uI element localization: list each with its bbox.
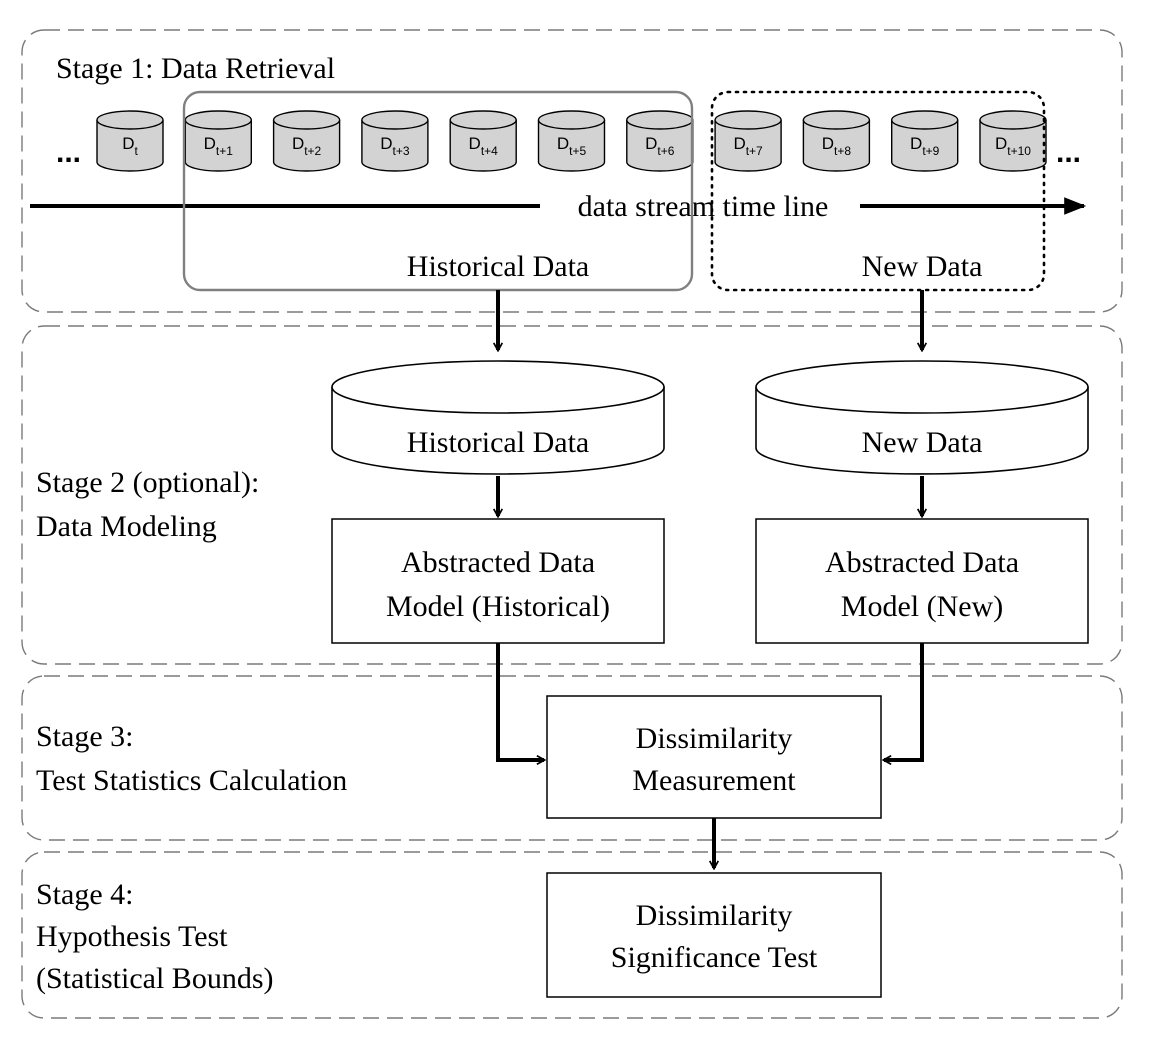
arrow-new-model-to-dissimilarity <box>884 643 924 760</box>
historical-model-box <box>331 518 665 644</box>
cylinder-body <box>537 120 606 172</box>
significance-line1: Dissimilarity <box>636 899 793 932</box>
stage3-label-line1: Stage 3: <box>36 720 134 753</box>
data-chunk-cylinder-tplus4: Dt+4 <box>449 110 517 172</box>
stage4-label-line3: (Statistical Bounds) <box>36 962 273 995</box>
data-chunk-label: Dt+10 <box>995 134 1031 158</box>
stage3-label-line2: Test Statistics Calculation <box>36 764 347 797</box>
cylinder-top <box>537 110 606 130</box>
cylinder-body <box>272 120 341 172</box>
cylinder-top <box>802 110 871 130</box>
significance-test-box <box>546 872 882 998</box>
stage2-frame <box>21 325 1123 665</box>
data-chunk-cylinder-tplus10: Dt+10 <box>979 110 1047 172</box>
cylinder-top <box>714 110 782 130</box>
stage4-frame <box>21 851 1123 1019</box>
data-chunk-label: Dt+3 <box>380 134 410 158</box>
cylinder-top <box>891 110 959 130</box>
data-chunk-label: Dt+5 <box>557 134 587 158</box>
cylinder-body <box>361 120 429 172</box>
historical-db-label: Historical Data <box>407 426 589 459</box>
data-chunk-cylinder-tplus7: Dt+7 <box>714 110 782 172</box>
stage4-label-line1: Stage 4: <box>36 878 134 911</box>
cylinder-body <box>449 120 517 172</box>
data-chunk-cylinder-tplus3: Dt+3 <box>361 110 429 172</box>
stage2-label-line2: Data Modeling <box>36 510 217 543</box>
stage2-label-line1: Stage 2 (optional): <box>36 466 259 499</box>
stream-ellipsis-left: ... <box>56 136 81 169</box>
cylinder-body <box>714 120 782 172</box>
new-window <box>710 90 1046 292</box>
data-chunk-label: Dt+6 <box>645 134 675 158</box>
stage3-frame <box>21 675 1123 841</box>
timeline-label: data stream time line <box>578 190 829 223</box>
new-window-label: New Data <box>862 250 983 283</box>
dissimilarity-measurement-box <box>546 695 882 819</box>
stage1-label: Stage 1: Data Retrieval <box>56 52 335 85</box>
stage4-label-line2: Hypothesis Test <box>36 920 228 953</box>
data-chunk-cylinders: Dt Dt+1 Dt+2 Dt+3 Dt+4 Dt+5 Dt+6 Dt+7 Dt+8 Dt+9 Dt… <box>96 110 1047 172</box>
historical-model-line1: Abstracted Data <box>401 546 595 579</box>
stage1-frame <box>21 29 1123 313</box>
data-chunk-cylinder-tplus6: Dt+6 <box>626 110 694 172</box>
historical-model-line2: Model (Historical) <box>386 590 610 623</box>
significance-line2: Significance Test <box>611 941 818 974</box>
new-model-line2: Model (New) <box>841 590 1003 623</box>
data-chunk-label: Dt+9 <box>910 134 940 158</box>
data-chunk-cylinder-tplus2: Dt+2 <box>272 110 341 172</box>
dissimilarity-line1: Dissimilarity <box>636 722 793 755</box>
data-chunk-label: Dt+2 <box>292 134 322 158</box>
cylinder-top <box>184 110 253 130</box>
data-chunk-cylinder-tplus8: Dt+8 <box>802 110 871 172</box>
data-chunk-cylinder-tplus9: Dt+9 <box>891 110 959 172</box>
data-chunk-cylinder-tplus5: Dt+5 <box>537 110 606 172</box>
new-db-label: New Data <box>862 426 983 459</box>
stream-ellipsis-right: ... <box>1056 136 1081 169</box>
cylinder-body <box>96 120 164 172</box>
cylinder-top <box>979 110 1047 130</box>
data-chunk-label: Dt+4 <box>469 134 499 158</box>
data-chunk-label: Dt+7 <box>733 134 763 158</box>
arrow-historical-model-to-dissimilarity <box>496 643 544 760</box>
data-chunk-label: Dt+8 <box>822 134 852 158</box>
cylinder-body <box>891 120 959 172</box>
data-chunk-label: Dt+1 <box>204 134 234 158</box>
cylinder-top <box>96 110 164 130</box>
historical-window <box>182 90 694 292</box>
cylinder-top <box>449 110 517 130</box>
data-chunk-label: Dt <box>122 134 138 158</box>
cylinder-body <box>802 120 871 172</box>
dissimilarity-line2: Measurement <box>632 764 796 797</box>
cylinder-body <box>979 120 1047 172</box>
new-data-database-icon <box>755 360 1089 475</box>
historical-window-label: Historical Data <box>407 250 589 283</box>
cylinder-top <box>626 110 694 130</box>
new-model-box <box>755 518 1089 644</box>
new-model-line1: Abstracted Data <box>825 546 1019 579</box>
cylinder-top <box>272 110 341 130</box>
data-chunk-cylinder-t: Dt <box>96 110 164 172</box>
cylinder-top <box>361 110 429 130</box>
data-chunk-cylinder-tplus1: Dt+1 <box>184 110 253 172</box>
historical-data-database-icon <box>331 360 665 475</box>
cylinder-body <box>184 120 252 172</box>
